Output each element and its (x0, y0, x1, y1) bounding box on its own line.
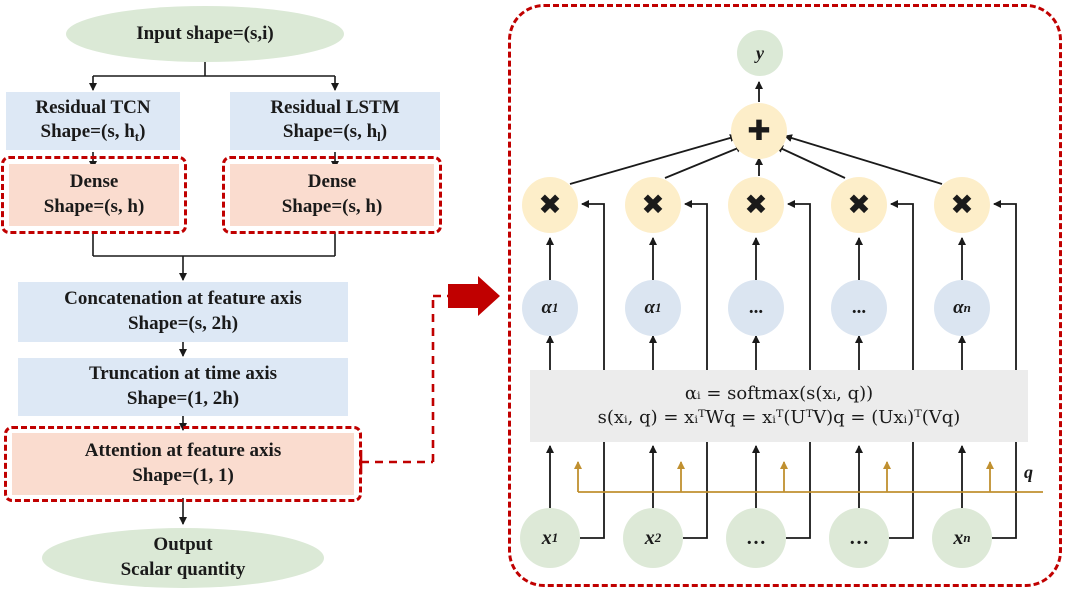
dense-left-box: Dense Shape=(s, h) (9, 164, 179, 226)
output-y-label: y (756, 42, 764, 63)
formula-line-1: αᵢ = softmax(s(xᵢ, q)) (684, 382, 874, 404)
multiply-icon: ✖ (641, 190, 665, 221)
output-subtitle: Scalar quantity (120, 559, 246, 580)
residual-lstm-title: Residual LSTM (270, 96, 400, 118)
concat-title: Concatenation at feature axis (64, 288, 302, 310)
dense-left-title: Dense (69, 171, 119, 193)
plus-icon: ✚ (747, 116, 771, 147)
residual-lstm-box: Residual LSTM Shape=(s, hl) (230, 92, 440, 150)
truncation-shape: Shape=(1, 2h) (126, 388, 240, 409)
concat-shape: Shape=(s, 2h) (127, 313, 239, 334)
input-node-4: … (829, 508, 889, 568)
attention-formula: αᵢ = softmax(s(xᵢ, q)) s(xᵢ, q) = xᵢᵀWq … (530, 370, 1028, 442)
dense-right-box: Dense Shape=(s, h) (230, 164, 434, 226)
dense-left-highlight (1, 156, 187, 234)
red-flow-arrow (448, 276, 500, 316)
alpha-node-3: ... (728, 280, 784, 336)
residual-tcn-box: Residual TCN Shape=(s, ht) (6, 92, 180, 150)
attention-shape: Shape=(1, 1) (132, 465, 234, 486)
residual-tcn-title: Residual TCN (35, 96, 151, 118)
truncation-title: Truncation at time axis (88, 363, 278, 385)
sum-node: ✚ (731, 103, 787, 159)
mult-node-3: ✖ (728, 177, 784, 233)
input-label: Input shape=(s,i) (136, 22, 274, 44)
input-node-3: … (726, 508, 786, 568)
multiply-icon: ✖ (847, 190, 871, 221)
dense-right-shape: Shape=(s, h) (281, 196, 383, 217)
mult-node-2: ✖ (625, 177, 681, 233)
attention-detail-panel (508, 4, 1062, 587)
multiply-icon: ✖ (950, 190, 974, 221)
attention-title: Attention at feature axis (84, 440, 282, 462)
concat-box: Concatenation at feature axis Shape=(s, … (18, 282, 348, 342)
alpha-node-4: ... (831, 280, 887, 336)
dense-left-shape: Shape=(s, h) (43, 196, 145, 217)
query-label: q (1024, 462, 1033, 482)
truncation-box: Truncation at time axis Shape=(1, 2h) (18, 358, 348, 416)
mult-node-5: ✖ (934, 177, 990, 233)
dense-right-highlight (222, 156, 442, 234)
mult-node-4: ✖ (831, 177, 887, 233)
multiply-icon: ✖ (744, 190, 768, 221)
attention-box: Attention at feature axis Shape=(1, 1) (12, 433, 354, 495)
input-node: Input shape=(s,i) (66, 6, 344, 62)
mult-node-1: ✖ (522, 177, 578, 233)
output-title: Output (153, 534, 213, 556)
output-y-node: y (737, 30, 783, 76)
formula-line-2: s(xᵢ, q) = xᵢᵀWq = xᵢᵀ(UᵀV)q = (Uxᵢ)ᵀ(Vq… (597, 407, 961, 428)
output-node: Output Scalar quantity (42, 528, 324, 588)
multiply-icon: ✖ (538, 190, 562, 221)
attention-highlight (4, 426, 362, 502)
dense-right-title: Dense (307, 171, 357, 193)
residual-lstm-shape: Shape=(s, hl) (282, 121, 388, 145)
residual-tcn-shape: Shape=(s, ht) (40, 121, 146, 145)
